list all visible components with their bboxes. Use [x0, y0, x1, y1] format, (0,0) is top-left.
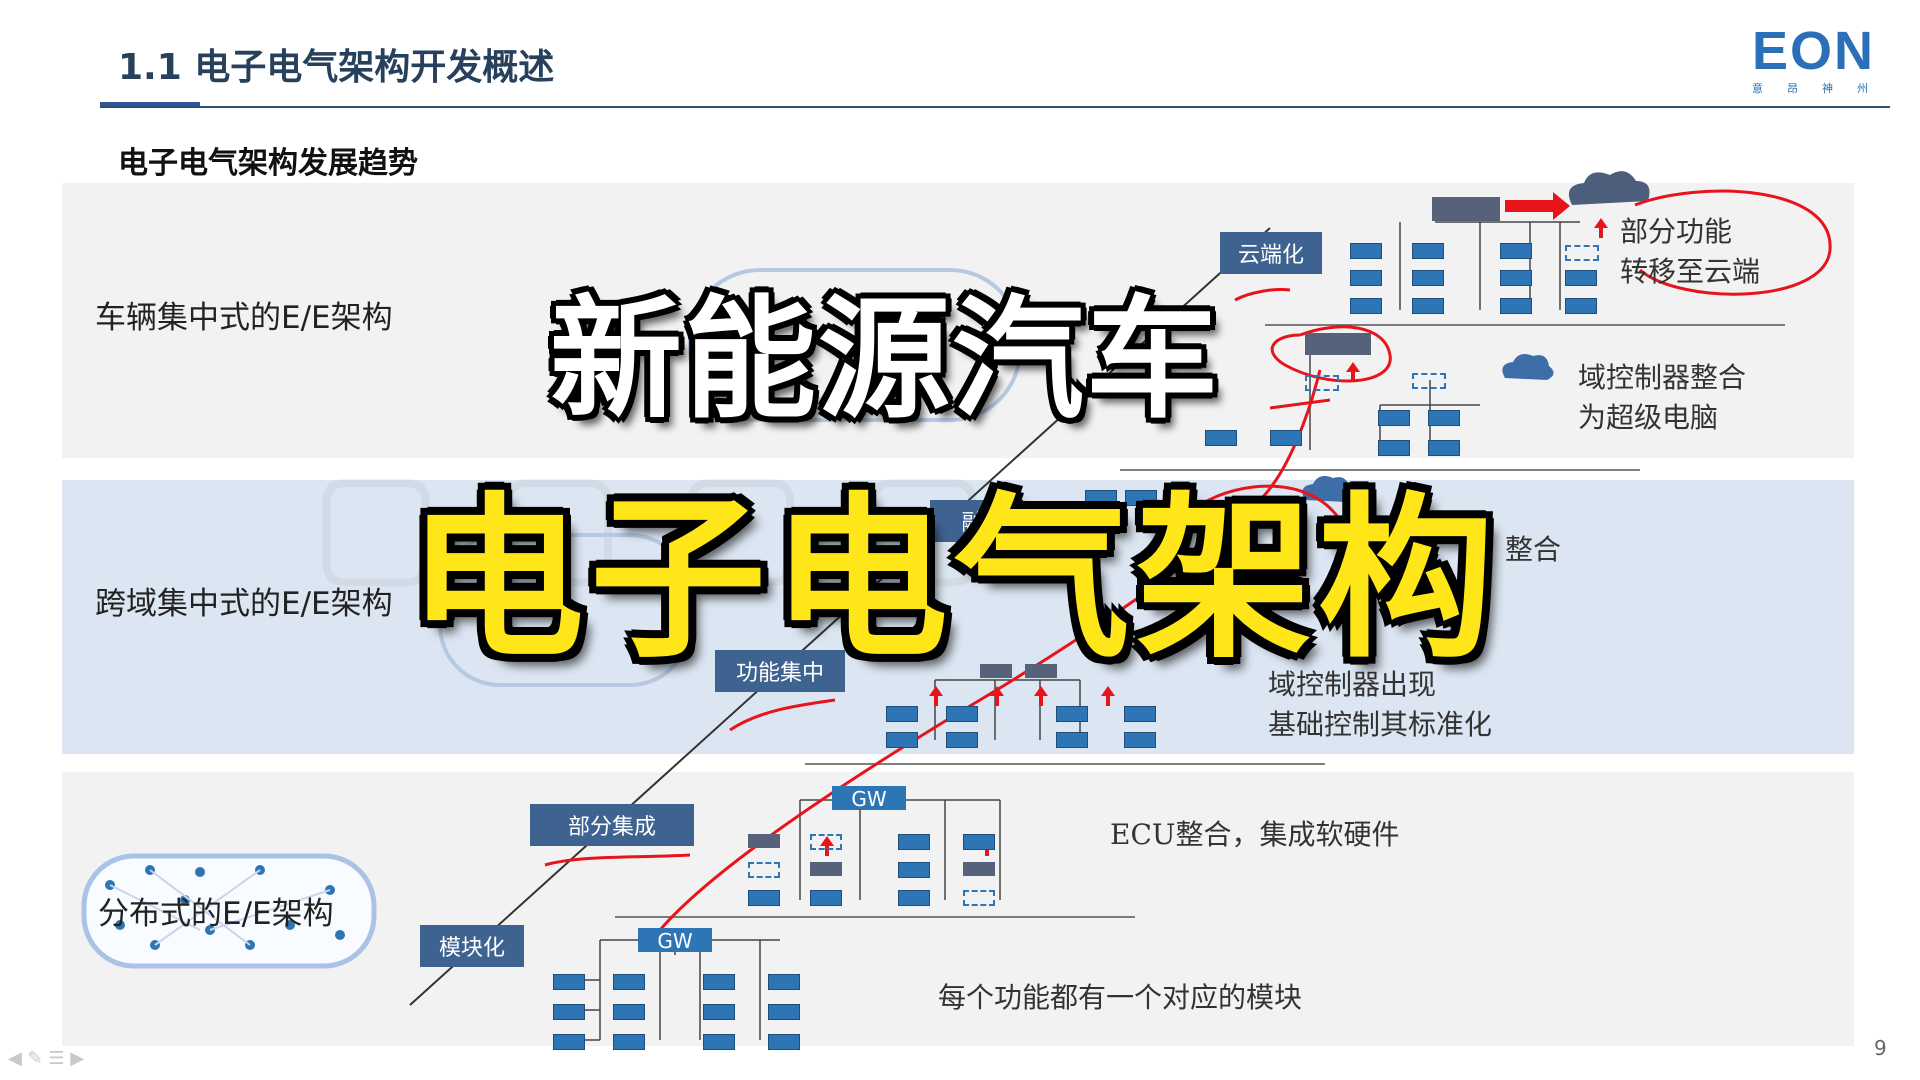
arrow-to-cloud [1505, 200, 1553, 212]
car-outline-bottom [81, 853, 377, 969]
stage-partial-integration: 部分集成 [530, 804, 694, 846]
stage-fusion: 融 [930, 500, 1015, 542]
section-subtitle: 电子电气架构发展趋势 [118, 146, 418, 181]
pen-icon[interactable]: ✎ [27, 1048, 43, 1069]
level-label-distributed: 分布式的E/E架构 [98, 896, 334, 932]
cloud-icon-top [1568, 171, 1650, 205]
car-outline-top [688, 268, 1022, 422]
level-label-vehicle-central: 车辆集中式的E/E架构 [95, 300, 393, 336]
logo-subtitle: 意昂神州 [1752, 82, 1892, 95]
slideshow-toolbar[interactable]: ◀ ✎ ☰ ▶ [8, 1048, 84, 1069]
prev-slide-icon[interactable]: ◀ [8, 1048, 22, 1069]
evolution-diagonal [409, 227, 1271, 1006]
band-vehicle-central [62, 183, 1854, 458]
stage-function-central: 功能集中 [715, 650, 845, 692]
stage-modular: 模块化 [420, 925, 524, 967]
eon-logo: EON 意昂神州 [1752, 24, 1892, 96]
car-bottom-links [109, 869, 331, 946]
cloud-icon-super [1502, 354, 1554, 380]
tree-partial [799, 799, 1001, 900]
tree-cloud [1399, 221, 1580, 310]
note-ecu-integration: ECU整合，集成软硬件 [1110, 818, 1400, 851]
cloud-icon-mid [1302, 476, 1354, 502]
level-label-cross-domain: 跨域集中式的E/E架构 [95, 586, 393, 622]
note-per-function-module: 每个功能都有一个对应的模块 [938, 981, 1303, 1014]
next-slide-icon[interactable]: ▶ [70, 1048, 85, 1069]
page-title: 1.1 电子电气架构开发概述 [118, 47, 555, 88]
overlay-title-line1: 新能源汽车 [550, 283, 1220, 437]
watermark: ▢▢▢▢ [310, 440, 1040, 603]
note-domain-fusion: 整合 [1505, 533, 1562, 566]
stage-cloud: 云端化 [1220, 232, 1322, 274]
menu-icon[interactable]: ☰ [48, 1048, 65, 1069]
overlay-title-line2: 电子电气架构 [408, 477, 1501, 682]
title-divider [100, 106, 1890, 108]
gateway-partial: GW [832, 786, 906, 811]
gateway-modular: GW [638, 928, 712, 953]
note-cloud: 部分功能 转移至云端 [1620, 215, 1761, 288]
page-number: 9 [1874, 1036, 1887, 1060]
logo-wordmark: EON [1752, 21, 1876, 81]
red-annotations [544, 189, 1832, 931]
car-outline-mid [438, 533, 692, 687]
note-supercomputer: 域控制器整合 为超级电脑 [1578, 361, 1747, 434]
tree-super [1309, 355, 1480, 450]
tree-modular [585, 939, 780, 1041]
title-accent-bar [100, 102, 200, 108]
note-domain-controller: 域控制器出现 基础控制其标准化 [1268, 668, 1493, 741]
